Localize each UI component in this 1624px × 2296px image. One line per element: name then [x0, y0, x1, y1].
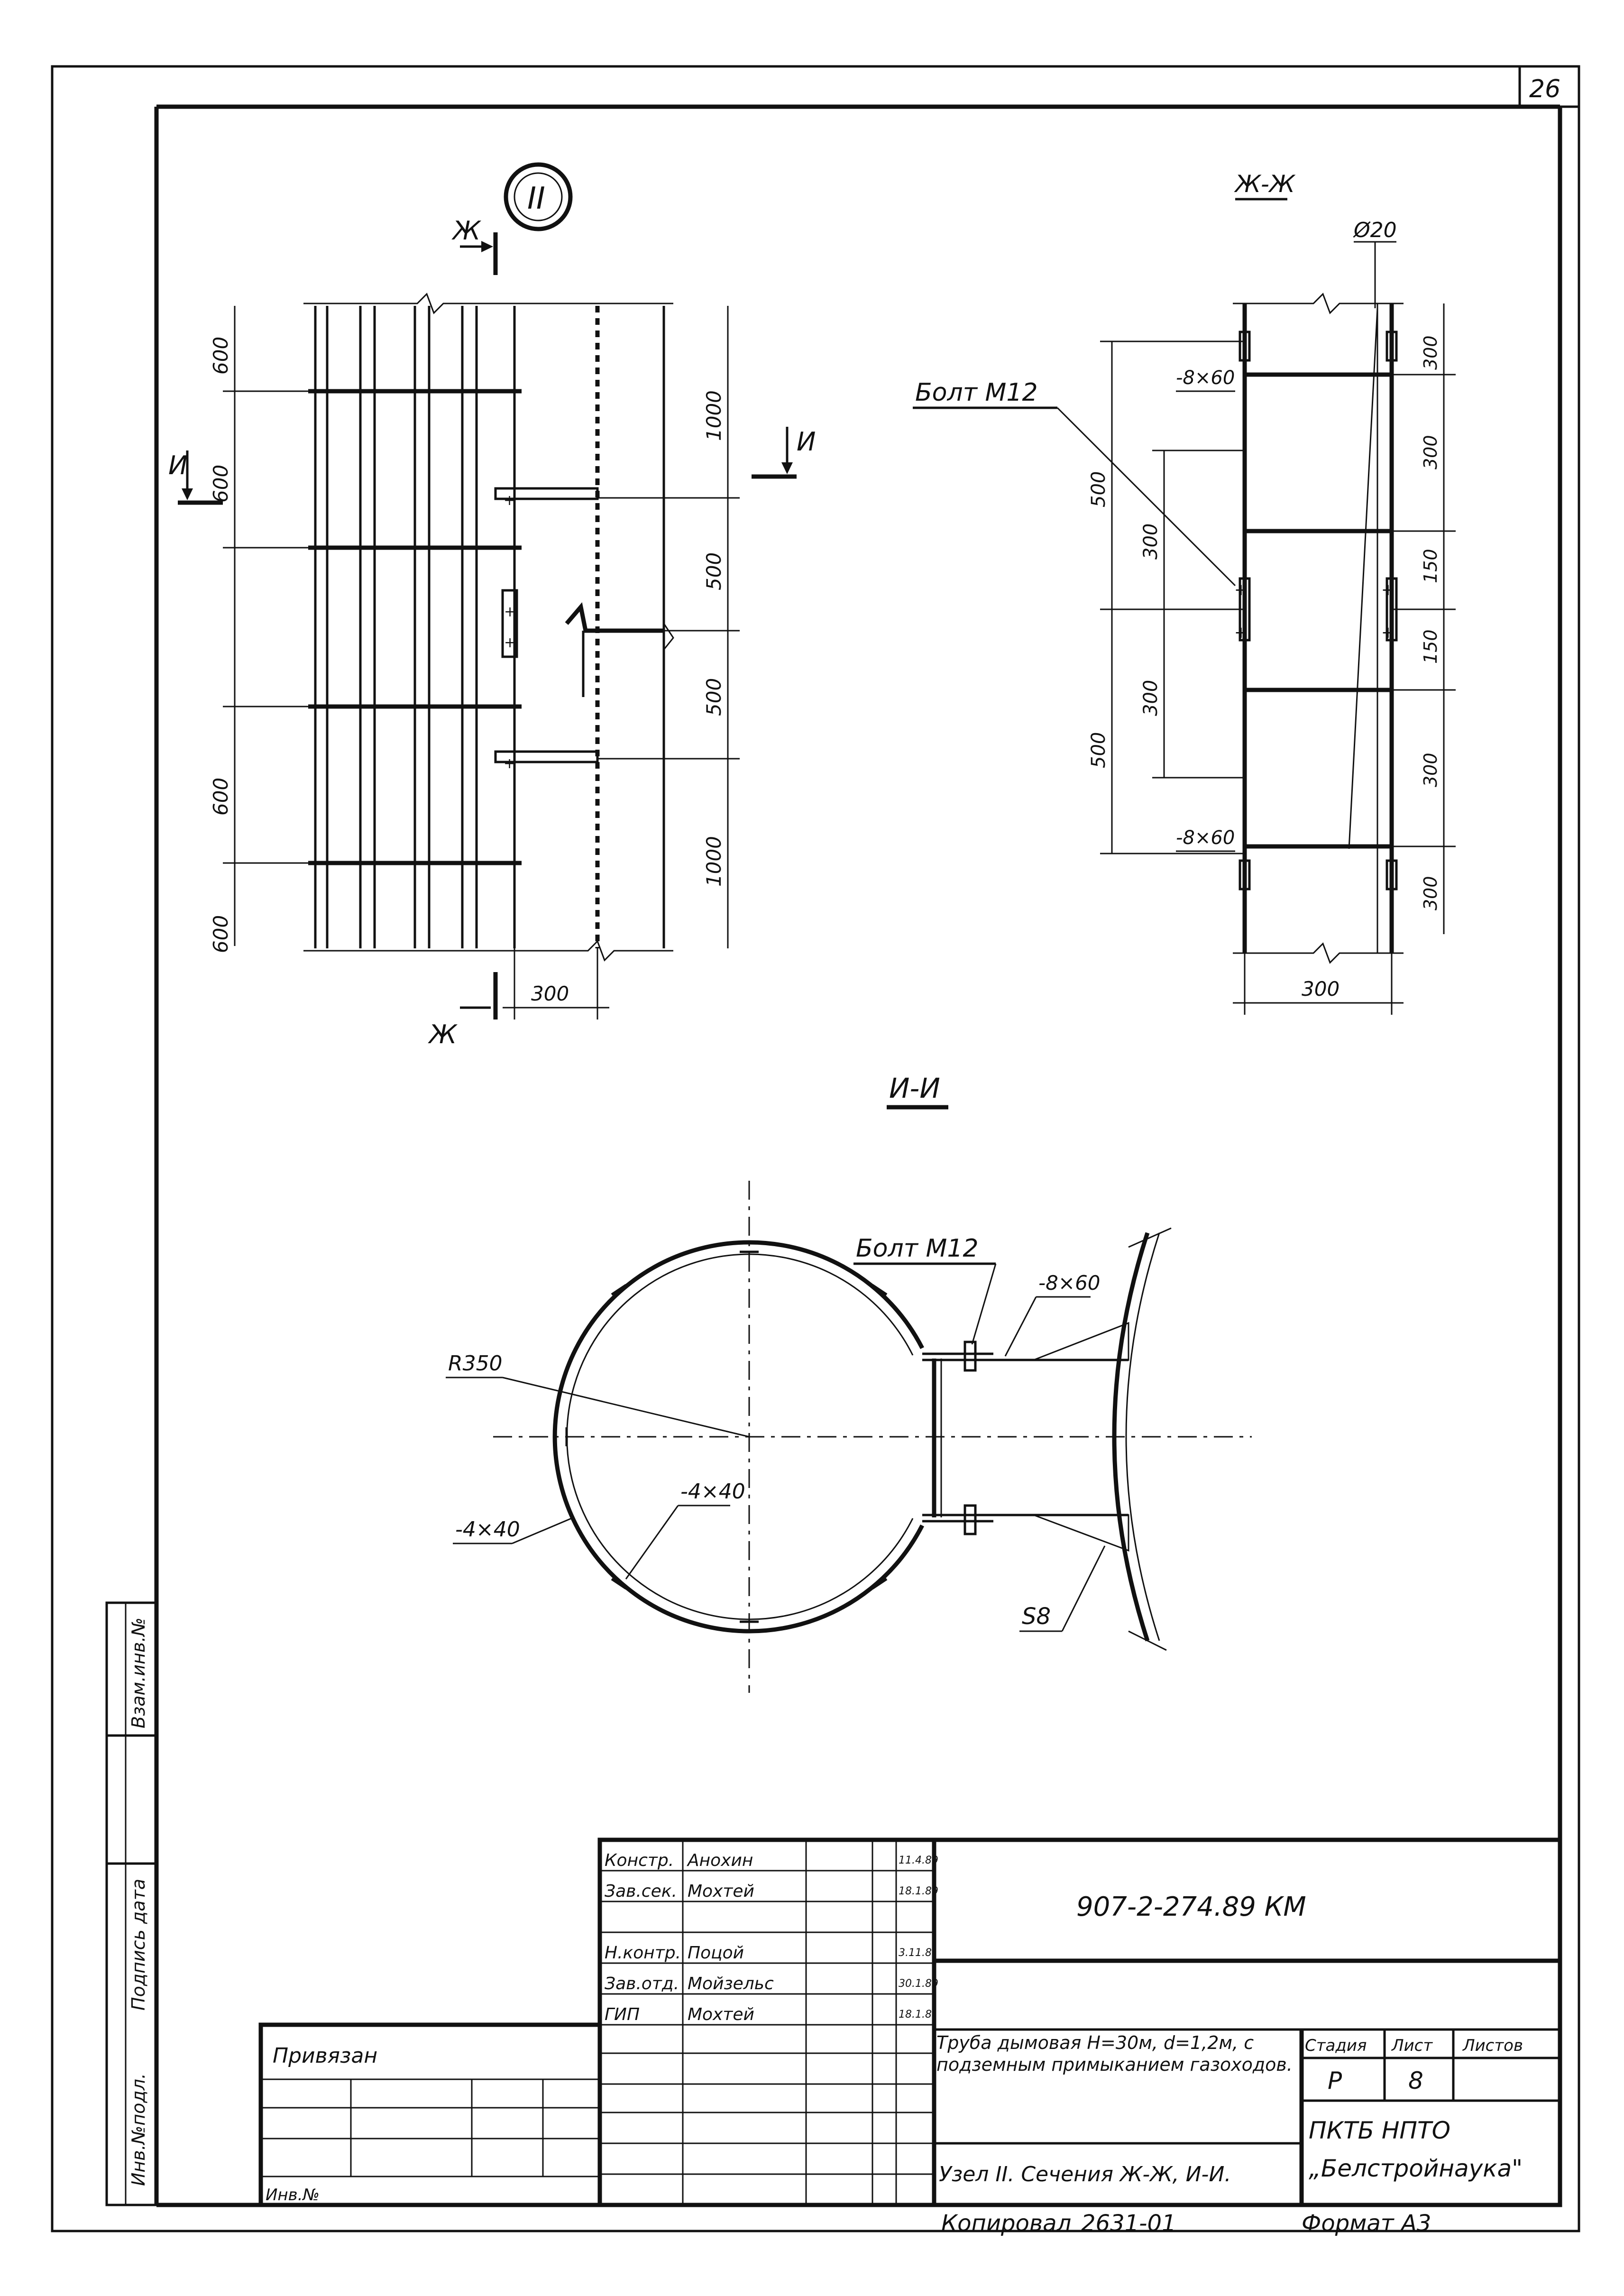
svg-text:1000: 1000	[702, 390, 725, 441]
section-i-weld: S8	[1022, 1603, 1051, 1630]
pipe-outline	[552, 1240, 924, 1634]
svg-text:300: 300	[1420, 435, 1441, 469]
svg-text:150: 150	[1420, 549, 1441, 583]
svg-text:18.1.8: 18.1.8	[899, 2009, 932, 2020]
title-block: Констр. Зав.сек. Н.контр. Зав.отд. ГИП А…	[258, 1837, 1562, 2207]
svg-text:Констр.: Констр.	[605, 1851, 674, 1870]
svg-text:Поцой: Поцой	[688, 1943, 744, 1963]
svg-text:Листов: Листов	[1462, 2036, 1523, 2055]
svg-text:600: 600	[209, 915, 232, 953]
svg-text:Зав.отд.: Зав.отд.	[605, 1974, 679, 1993]
svg-text:300: 300	[1420, 335, 1441, 370]
footer: Копировал 2631-01 Формат А3	[941, 2210, 1431, 2237]
section-i: И-И	[446, 1072, 1252, 1693]
svg-text:Взам.инв.№: Взам.инв.№	[128, 1617, 149, 1728]
section-i-bolt: Болт М12	[856, 1234, 979, 1263]
elevation-dims-right: 1000 500 500 1000	[702, 390, 725, 887]
section-i-title: И-И	[889, 1072, 940, 1104]
sheet-number: 26	[1529, 75, 1560, 103]
sheet-value: 8	[1408, 2067, 1423, 2094]
svg-text:Мойзельс: Мойзельс	[688, 1974, 774, 1993]
svg-text:3.11.8: 3.11.8	[899, 1947, 932, 1959]
svg-text:Н.контр.: Н.контр.	[605, 1943, 681, 1963]
node-mark: II	[527, 181, 545, 216]
org-line2: „Белстройнаука"	[1309, 2155, 1523, 2182]
svg-text:+: +	[1234, 623, 1248, 642]
svg-text:18.1.89: 18.1.89	[899, 1885, 938, 1897]
org-line1: ПКТБ НПТО	[1309, 2117, 1450, 2144]
section-i-radius: R350	[448, 1351, 503, 1376]
svg-text:600: 600	[209, 465, 232, 503]
section-zh-plate-top: -8×60	[1176, 367, 1235, 389]
cut-zh-top: Ж	[451, 216, 482, 246]
cut-i-right: И	[797, 427, 816, 457]
section-zh-dim-bottom: 300	[1302, 977, 1340, 1001]
svg-text:500: 500	[1088, 471, 1110, 507]
cut-zh-bottom: Ж	[428, 1019, 458, 1049]
svg-text:500: 500	[702, 552, 725, 590]
svg-text:2631-01: 2631-01	[1081, 2210, 1176, 2237]
elevation-dims-left: 600 600 600 600	[209, 337, 232, 953]
svg-text:Анохин: Анохин	[687, 1851, 753, 1870]
bound-label: Привязан	[273, 2044, 377, 2068]
svg-text:600: 600	[209, 337, 232, 375]
svg-text:600: 600	[209, 778, 232, 816]
section-zh-plate-bottom: -8×60	[1176, 827, 1235, 849]
svg-text:Зав.сек.: Зав.сек.	[605, 1882, 677, 1901]
svg-text:+: +	[1381, 623, 1395, 642]
diameter-label: Ø20	[1353, 218, 1397, 242]
svg-text:500: 500	[702, 678, 725, 716]
cut-i-left: И	[168, 450, 187, 480]
svg-text:150: 150	[1420, 629, 1441, 664]
svg-text:Мохтей: Мохтей	[688, 2005, 754, 2024]
svg-text:+: +	[504, 604, 516, 620]
section-zh-dims-right: 300 300 150 150 300 300	[1420, 335, 1441, 910]
svg-text:11.4.89: 11.4.89	[899, 1855, 938, 1866]
svg-text:Копировал: Копировал	[941, 2210, 1071, 2237]
svg-text:+: +	[504, 634, 516, 651]
elevation-dim-bottom: 300	[531, 982, 569, 1005]
svg-text:300: 300	[1420, 753, 1441, 787]
section-zh: Ж-Ж Ø20 + + + +	[913, 170, 1456, 1015]
section-i-plate: -8×60	[1038, 1271, 1101, 1295]
object-name: Труба дымовая Н=30м, d=1,2м, с подземным…	[936, 2032, 1293, 2075]
svg-text:Инв.№подл.: Инв.№подл.	[128, 2073, 149, 2186]
section-zh-title: Ж-Ж	[1234, 170, 1296, 198]
section-zh-bolt: Болт М12	[915, 378, 1038, 407]
svg-text:Подпись дата: Подпись дата	[128, 1879, 149, 2011]
side-stamp: Инв.№подл. Подпись дата Взам.инв.№	[105, 1601, 158, 2206]
svg-text:500: 500	[1088, 732, 1110, 768]
elevation-view: II Ж Ж И И	[168, 162, 816, 1049]
document-code: 907-2-274.89 КМ	[1076, 1892, 1306, 1922]
svg-text:+: +	[504, 755, 515, 772]
svg-text:300: 300	[1140, 680, 1162, 716]
sheet-title: Узел II. Сечения Ж-Ж, И-И.	[939, 2162, 1231, 2186]
section-i-strip-inner: -4×40	[680, 1479, 745, 1504]
svg-text:300: 300	[1420, 876, 1441, 910]
svg-text:Мохтей: Мохтей	[688, 1882, 754, 1901]
inv-no-label: Инв.№	[266, 2186, 320, 2204]
stage-value: Р	[1328, 2067, 1342, 2094]
svg-text:+: +	[504, 492, 515, 509]
svg-text:ГИП: ГИП	[605, 2005, 640, 2024]
svg-text:+: +	[1381, 580, 1395, 599]
svg-text:+: +	[1234, 580, 1248, 599]
svg-text:Формат А3: Формат А3	[1302, 2210, 1431, 2237]
section-i-strip-outer: -4×40	[455, 1517, 520, 1542]
svg-text:Лист: Лист	[1391, 2036, 1433, 2055]
svg-text:1000: 1000	[702, 836, 725, 887]
section-zh-dims-left: 500 500 300 300	[1088, 471, 1162, 768]
node-mark-circle	[504, 162, 573, 231]
svg-text:30.1.89: 30.1.89	[899, 1978, 938, 1990]
svg-text:Стадия: Стадия	[1305, 2036, 1367, 2055]
svg-text:300: 300	[1140, 523, 1162, 560]
